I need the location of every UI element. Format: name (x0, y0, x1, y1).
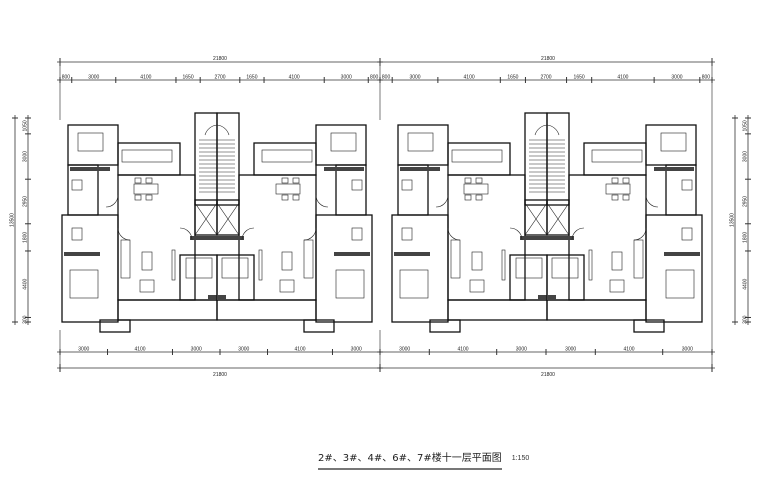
bedroom-wall (67, 124, 119, 166)
title-block: 2#、3#、4#、6#、7#楼十一层平面图 1:150 (318, 452, 529, 470)
toilet (71, 179, 83, 191)
balcony-wall (117, 299, 218, 321)
dimension-label: 2950 (23, 196, 29, 207)
dimension-label: 3000 (409, 75, 420, 81)
dimension-label: 4100 (617, 75, 628, 81)
chair (145, 177, 153, 184)
dimension-label: 2700 (214, 75, 225, 81)
top-total-left: 21800 (213, 56, 227, 62)
dimension-label: 3000 (78, 347, 89, 353)
coffee-table (141, 251, 153, 271)
top-total-right: 21800 (541, 56, 555, 62)
drawing-title: 2#、3#、4#、6#、7#楼十一层平面图 (318, 452, 502, 470)
bed (185, 257, 213, 279)
stair-wall (194, 112, 218, 206)
chair (134, 177, 142, 184)
dimension-label: 1800 (23, 232, 29, 243)
dimension-label: 1650 (574, 75, 585, 81)
bed (77, 132, 104, 152)
dimension-label: 3000 (191, 347, 202, 353)
kitchen-wall (117, 142, 181, 176)
side-total-label: 13500 (10, 213, 16, 227)
tv-cabinet (171, 249, 176, 281)
building-right (392, 113, 702, 332)
dimension-label: 1650 (246, 75, 257, 81)
dimension-label: 1800 (743, 232, 749, 243)
chair (145, 194, 153, 201)
unit-right-half (216, 112, 373, 333)
dimension-label: 800 (62, 75, 71, 81)
dimension-text: 21800 21800 21800 21800 (213, 56, 555, 378)
dimension-label: 800 (382, 75, 391, 81)
dimension-label: 4100 (294, 347, 305, 353)
dimension-label: 3000 (743, 151, 749, 162)
dimension-label: 2950 (743, 196, 749, 207)
dimension-label: 1650 (183, 75, 194, 81)
dimension-label: 1050 (23, 120, 29, 131)
dimension-label: 300 (743, 315, 749, 324)
bottom-total-right: 21800 (541, 372, 555, 378)
dimension-label: 4400 (23, 278, 29, 289)
unit-left-half (61, 112, 218, 333)
dimension-label: 3000 (351, 347, 362, 353)
kitchen-counter (121, 149, 173, 163)
dimension-label: 3000 (682, 347, 693, 353)
dining-table (133, 183, 159, 195)
dimension-label: 3000 (565, 347, 576, 353)
dimension-label: 1050 (743, 120, 749, 131)
armchair (139, 279, 155, 293)
stair-treads (199, 139, 217, 193)
sofa (120, 239, 131, 279)
dimension-label: 4400 (743, 278, 749, 289)
dimension-label: 1650 (507, 75, 518, 81)
dimension-label: 3000 (238, 347, 249, 353)
wall-hatch (190, 236, 217, 240)
wall-hatch (70, 167, 110, 171)
dimension-label: 3000 (516, 347, 527, 353)
bed (69, 269, 99, 299)
wall-hatch (208, 295, 217, 300)
dimension-label: 4100 (289, 75, 300, 81)
dimension-label: 3000 (399, 347, 410, 353)
dimension-label: 3000 (88, 75, 99, 81)
wall-hatch (64, 252, 100, 256)
bedroom-wall (179, 254, 218, 301)
chair (134, 194, 142, 201)
bedroom-wall (61, 214, 119, 323)
dimension-label: 2700 (540, 75, 551, 81)
dimension-label: 800 (702, 75, 711, 81)
dimension-lines: 800 3000 4100 1650 2700 1650 4100 3000 800 3000 41… (10, 58, 751, 372)
dimension-label: 3000 (671, 75, 682, 81)
dimension-label: 4100 (464, 75, 475, 81)
door-swing (105, 194, 119, 208)
dimension-label: 300 (23, 315, 29, 324)
dimension-label: 3000 (341, 75, 352, 81)
elevator-cross (194, 202, 218, 236)
dimension-label: 4100 (457, 347, 468, 353)
air-conditioner-platform (99, 319, 131, 333)
washbasin (71, 227, 83, 241)
stair-arc (204, 124, 218, 136)
door-swing (179, 227, 193, 241)
building-left (61, 112, 373, 333)
dimension-label: 4100 (134, 347, 145, 353)
side-total-label: 13500 (730, 213, 736, 227)
dimension-label: 800 (370, 75, 379, 81)
dimension-label: 4100 (140, 75, 151, 81)
dimension-label: 3000 (23, 151, 29, 162)
door-swing (117, 227, 131, 241)
dimension-label: 4100 (623, 347, 634, 353)
drawing-scale: 1:150 (511, 455, 530, 462)
bottom-total-left: 21800 (213, 372, 227, 378)
